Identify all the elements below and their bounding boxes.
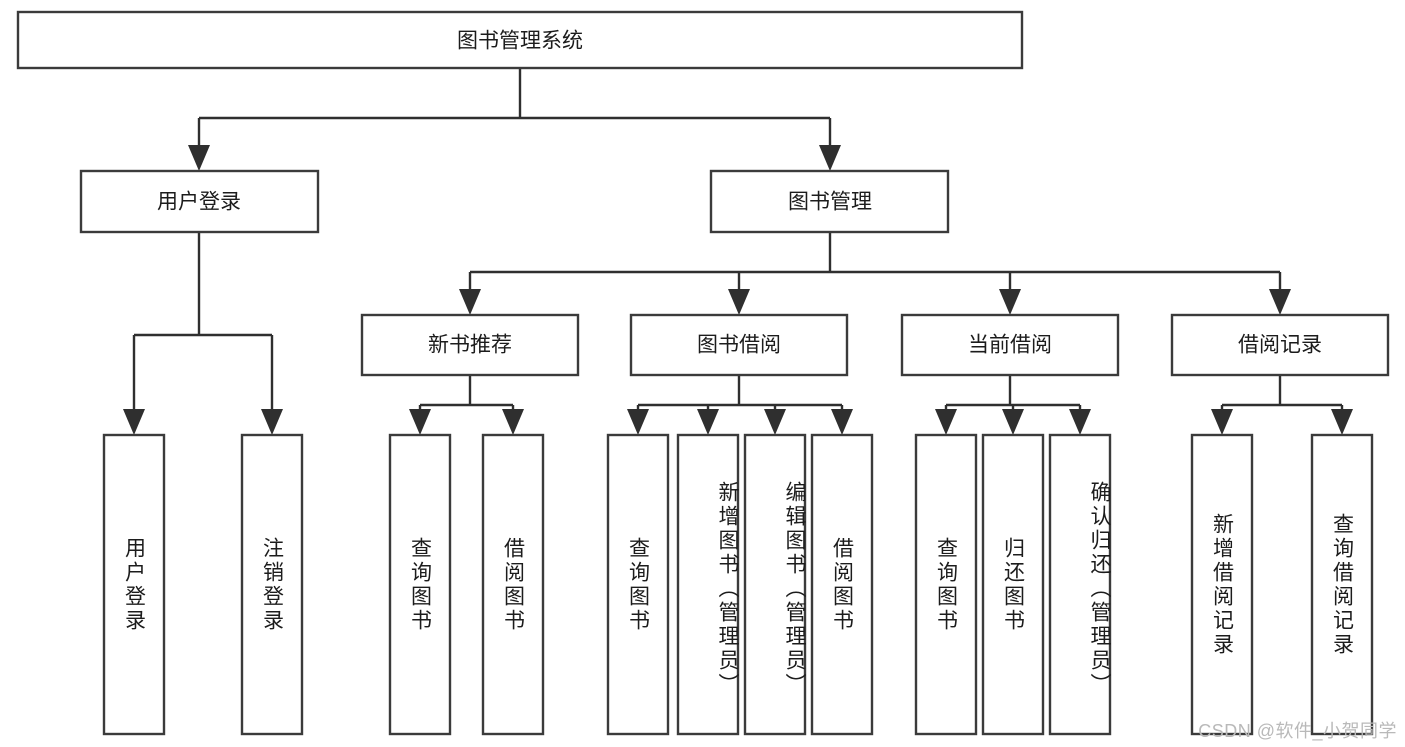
connector-group-root <box>188 68 841 171</box>
node-leaf-add-book-admin-box[interactable] <box>676 433 740 736</box>
node-current-borrow[interactable]: 当前借阅 <box>900 313 1120 377</box>
connector-group-current-borrow <box>935 375 1091 435</box>
node-leaf-query-book-current-box[interactable] <box>914 433 978 736</box>
arrow-head-current-borrow <box>999 289 1021 315</box>
arrow-head-book-borrow <box>728 289 750 315</box>
node-user-login-label: 用户登录 <box>157 191 241 214</box>
node-leaf-query-book-new-box[interactable] <box>388 433 452 736</box>
arrow-head-leaf-return-book <box>1002 409 1024 435</box>
node-borrow-record-box[interactable] <box>1170 313 1390 377</box>
node-book-management-box[interactable] <box>709 169 950 234</box>
arrow-head-leaf-add-borrow-record <box>1211 409 1233 435</box>
node-leaf-edit-book-admin-box[interactable] <box>743 433 807 736</box>
arrow-head-leaf-query-borrow-record <box>1331 409 1353 435</box>
node-book-borrow[interactable]: 图书借阅 <box>629 313 849 377</box>
node-leaf-return-book-box[interactable] <box>981 433 1045 736</box>
node-borrow-record-label: 借阅记录 <box>1238 334 1322 357</box>
arrow-head-leaf-borrow-book <box>831 409 853 435</box>
node-leaf-user-login-box[interactable] <box>102 433 166 736</box>
node-book-management[interactable]: 图书管理 <box>709 169 950 234</box>
node-book-management-label: 图书管理 <box>788 191 872 214</box>
arrow-head-book-management <box>819 145 841 171</box>
arrow-head-new-book-recommend <box>459 289 481 315</box>
node-book-borrow-label: 图书借阅 <box>697 334 781 357</box>
node-leaf-query-book-borrow-box[interactable] <box>606 433 670 736</box>
arrow-head-leaf-user-login <box>123 409 145 435</box>
connector-group-new-book-recommend <box>409 375 524 435</box>
arrow-head-leaf-confirm-return-admin <box>1069 409 1091 435</box>
watermark-text: CSDN @软件_小贺同学 <box>1198 721 1397 741</box>
node-new-book-recommend-box[interactable] <box>360 313 580 377</box>
node-leaf-add-borrow-record-box[interactable] <box>1190 433 1254 736</box>
arrow-head-leaf-add-book-admin <box>697 409 719 435</box>
node-user-login-box[interactable] <box>79 169 320 234</box>
node-root[interactable]: 图书管理系统 <box>16 10 1024 70</box>
node-leaf-borrow-book-box[interactable] <box>810 433 874 736</box>
node-leaf-confirm-return-admin-box[interactable] <box>1048 433 1112 736</box>
arrow-head-borrow-record <box>1269 289 1291 315</box>
arrow-head-leaf-logout <box>261 409 283 435</box>
connector-group-borrow-record <box>1211 375 1353 435</box>
arrow-head-leaf-query-book-current <box>935 409 957 435</box>
node-root-label: 图书管理系统 <box>457 30 583 53</box>
node-root-box[interactable] <box>16 10 1024 70</box>
connector-group-book-borrow <box>627 375 853 435</box>
node-user-login[interactable]: 用户登录 <box>79 169 320 234</box>
arrow-head-leaf-edit-book-admin <box>764 409 786 435</box>
node-leaf-borrow-book-new-box[interactable] <box>481 433 545 736</box>
node-current-borrow-box[interactable] <box>900 313 1120 377</box>
connector-group-book-management <box>459 232 1291 315</box>
node-new-book-recommend[interactable]: 新书推荐 <box>360 313 580 377</box>
leaf-boxes <box>102 433 1374 736</box>
arrow-head-leaf-query-book-borrow <box>627 409 649 435</box>
arrow-head-leaf-query-book-new <box>409 409 431 435</box>
node-leaf-logout-box[interactable] <box>240 433 304 736</box>
node-current-borrow-label: 当前借阅 <box>968 334 1052 357</box>
node-book-borrow-box[interactable] <box>629 313 849 377</box>
node-leaf-query-borrow-record-box[interactable] <box>1310 433 1374 736</box>
connector-group-user-login <box>123 232 283 435</box>
arrow-head-user-login <box>188 145 210 171</box>
node-new-book-recommend-label: 新书推荐 <box>428 334 512 357</box>
node-borrow-record[interactable]: 借阅记录 <box>1170 313 1390 377</box>
arrow-head-leaf-borrow-book-new <box>502 409 524 435</box>
